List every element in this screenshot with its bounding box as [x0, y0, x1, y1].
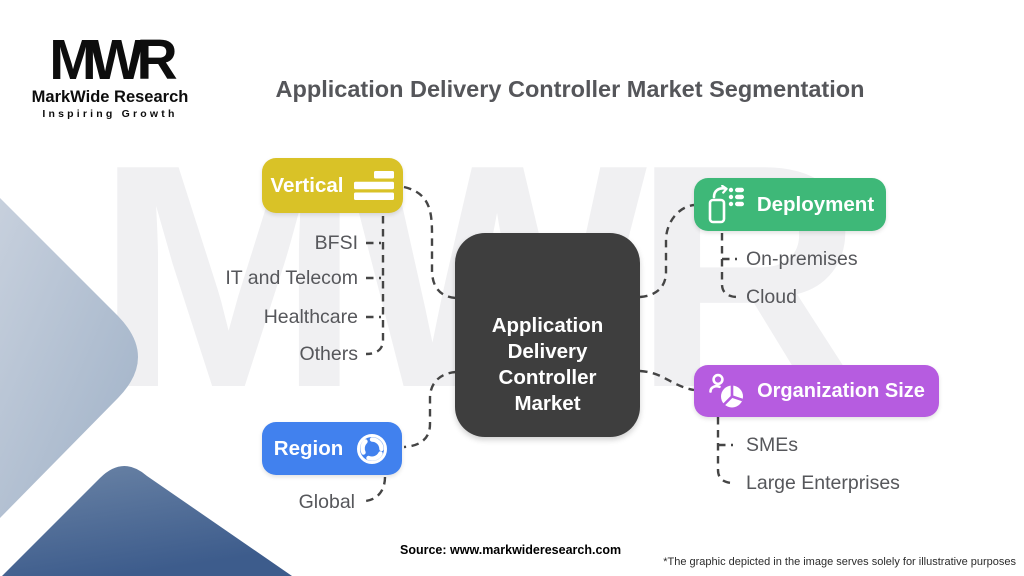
source-note: Source: www.markwideresearch.com [400, 543, 622, 557]
logo-name: MarkWide Research [31, 88, 189, 107]
logo-tagline: Inspiring Growth [42, 108, 178, 121]
globe-icon [357, 433, 388, 464]
segment-item-smes: SMEs [746, 434, 799, 456]
segment-item-others: Others [299, 343, 358, 365]
connector-vertical-to-center [403, 185, 457, 300]
branch-label-vertical: Vertical [270, 173, 344, 197]
segment-item-large-enterprises: Large Enterprises [746, 472, 900, 494]
segment-item-global: Global [298, 491, 355, 513]
page-title: Application Delivery Controller Market S… [275, 76, 865, 102]
logo-mark: MWR [49, 28, 177, 92]
disclaimer-note: *The graphic depicted in the image serve… [663, 556, 1016, 568]
connector-center-to-region [403, 370, 457, 449]
connector-region-to-global [365, 476, 387, 503]
central-market-node: Application Delivery Controller Market [455, 233, 640, 437]
person-pie-icon [709, 373, 744, 408]
branch-label-organization-size: Organization Size [757, 379, 925, 402]
segment-item-on-premises: On-premises [746, 248, 858, 270]
segment-item-bfsi: BFSI [314, 232, 358, 254]
spine-deployment-items [720, 233, 739, 299]
branch-node-region: Region [262, 422, 402, 475]
device-sync-icon [708, 184, 744, 223]
branch-node-vertical: Vertical [262, 158, 403, 213]
segment-item-healthcare: Healthcare [263, 306, 358, 328]
branch-node-organization-size: Organization Size [694, 365, 939, 417]
connector-center-to-deployment [639, 203, 695, 299]
branch-label-region: Region [273, 436, 344, 460]
brand-logo: MWR MarkWide Research Inspiring Growth [28, 28, 192, 121]
branch-label-deployment: Deployment [756, 192, 875, 216]
list-bars-icon [354, 171, 395, 200]
branch-node-deployment: Deployment [694, 178, 886, 231]
segment-item-it-and-telecom: IT and Telecom [225, 267, 358, 289]
segment-item-cloud: Cloud [746, 286, 797, 308]
spine-orgsize-items [716, 417, 735, 485]
spine-vertical-items [365, 216, 385, 356]
connector-center-to-orgsize [639, 369, 695, 392]
